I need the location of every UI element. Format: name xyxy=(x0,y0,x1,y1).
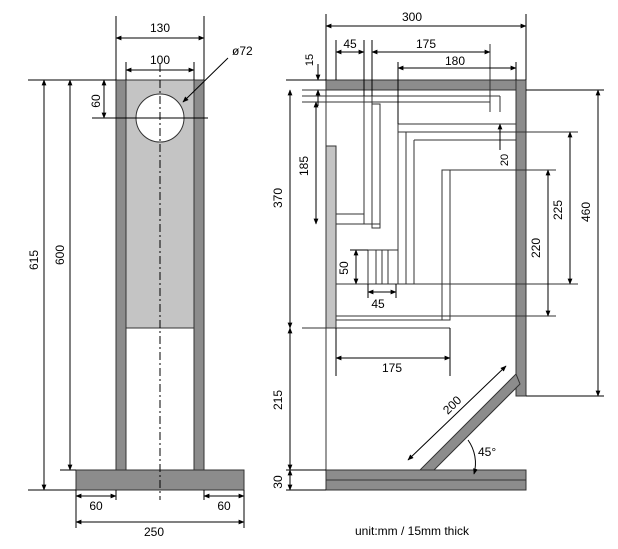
label-45-mid: 45 xyxy=(371,297,385,311)
label-175-top: 175 xyxy=(416,37,436,51)
front-left-board xyxy=(115,79,127,471)
front-right-board xyxy=(193,79,205,471)
label-185: 185 xyxy=(297,156,311,176)
label-370: 370 xyxy=(271,188,285,208)
label-50: 50 xyxy=(337,261,351,275)
label-100: 100 xyxy=(150,53,170,67)
label-250: 250 xyxy=(144,525,164,539)
label-base-right: 60 xyxy=(217,499,231,513)
side-back-board xyxy=(515,79,527,397)
label-30: 30 xyxy=(271,475,285,489)
side-top-board xyxy=(325,79,527,91)
internal-panels xyxy=(302,44,578,470)
front-view: 130 100 ø72 60 615 600 60 60 250 xyxy=(27,16,253,539)
label-60-vertical: 60 xyxy=(89,94,103,108)
side-base-board xyxy=(325,479,527,491)
dim-diameter xyxy=(182,57,229,103)
angle-arc xyxy=(467,439,478,475)
side-view: 300 45 175 180 15 185 370 20 225 xyxy=(271,10,604,491)
label-300: 300 xyxy=(402,10,422,24)
label-diameter: ø72 xyxy=(232,44,253,58)
label-angle-45: 45° xyxy=(478,445,496,459)
reflector-board xyxy=(418,373,521,471)
label-460: 460 xyxy=(579,202,593,222)
side-bottom-board xyxy=(325,469,527,481)
label-180: 180 xyxy=(445,54,465,68)
dim-200-diagonal xyxy=(407,365,507,461)
side-front-baffle xyxy=(325,145,337,329)
label-200: 200 xyxy=(440,393,464,417)
label-130: 130 xyxy=(150,21,170,35)
label-220: 220 xyxy=(529,238,543,258)
label-15: 15 xyxy=(304,54,316,66)
label-175-mid: 175 xyxy=(382,361,402,375)
label-base-left: 60 xyxy=(89,499,103,513)
label-225: 225 xyxy=(551,200,565,220)
label-615: 615 xyxy=(27,250,41,270)
label-45-top: 45 xyxy=(343,37,357,51)
label-215: 215 xyxy=(271,390,285,410)
label-600: 600 xyxy=(53,245,67,265)
unit-note: unit:mm / 15mm thick xyxy=(355,524,470,538)
label-20: 20 xyxy=(499,154,511,166)
